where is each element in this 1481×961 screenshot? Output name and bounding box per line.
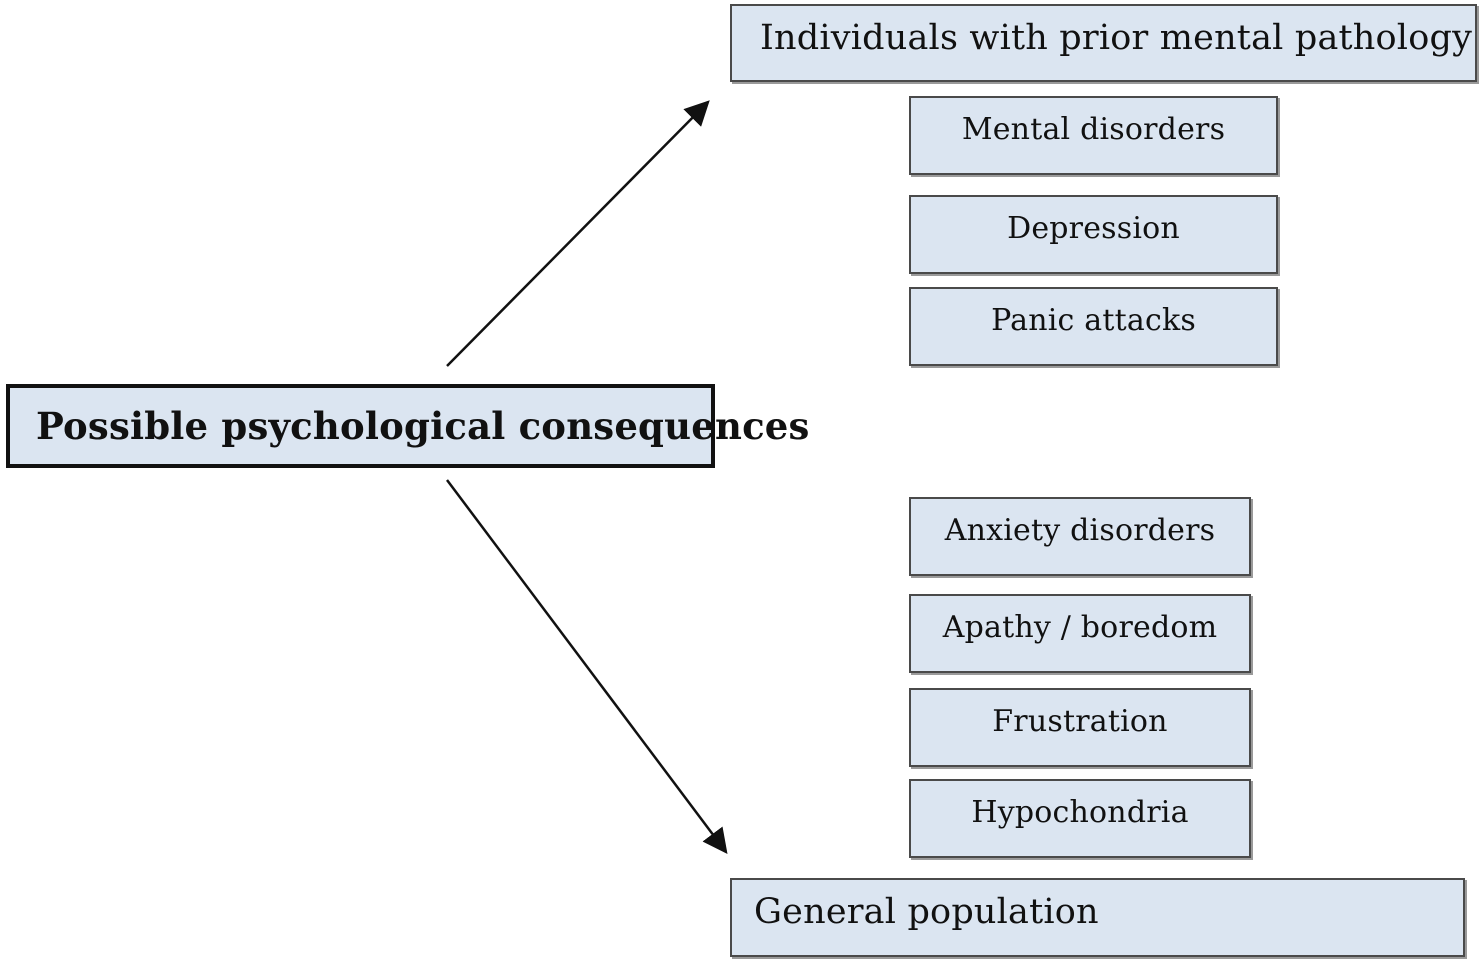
- general-item-label: Frustration: [992, 704, 1168, 739]
- prior-item-mental-disorders: Mental disorders: [909, 96, 1278, 175]
- arrow-to-prior-pathology: [446, 100, 710, 367]
- general-population-header-label: General population: [754, 892, 1099, 932]
- prior-pathology-header-label: Individuals with prior mental pathology: [760, 18, 1473, 58]
- general-item-label: Apathy / boredom: [942, 610, 1218, 645]
- general-item-frustration: Frustration: [909, 688, 1251, 767]
- general-item-anxiety-disorders: Anxiety disorders: [909, 497, 1251, 576]
- general-item-label: Anxiety disorders: [944, 513, 1216, 548]
- prior-item-depression: Depression: [909, 195, 1278, 274]
- general-population-header-box: General population: [730, 878, 1465, 957]
- general-item-label: Hypochondria: [971, 795, 1189, 830]
- prior-item-panic-attacks: Panic attacks: [909, 287, 1278, 366]
- general-item-hypochondria: Hypochondria: [909, 779, 1251, 858]
- main-node-box: Possible psychological consequences: [6, 384, 809, 468]
- prior-item-label: Depression: [1007, 211, 1180, 246]
- arrow-to-general-population: [446, 479, 728, 854]
- prior-item-label: Mental disorders: [961, 112, 1226, 147]
- main-node-label: Possible psychological consequences: [36, 404, 810, 448]
- general-item-apathy-boredom: Apathy / boredom: [909, 594, 1251, 673]
- prior-item-label: Panic attacks: [991, 303, 1196, 338]
- prior-pathology-header-box: Individuals with prior mental pathology: [730, 4, 1477, 82]
